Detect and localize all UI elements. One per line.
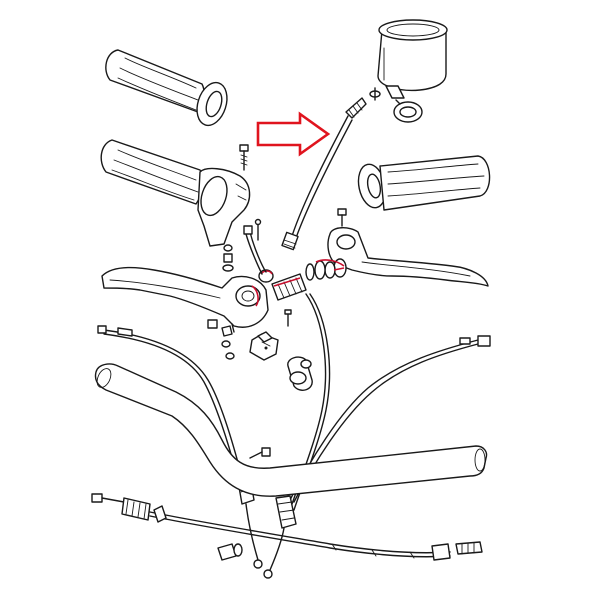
throttle-grip[interactable] xyxy=(100,139,251,247)
handlebar[interactable] xyxy=(94,363,488,497)
cable-end-fitting-centre[interactable] xyxy=(249,447,271,459)
speedometer-cable-lower[interactable] xyxy=(91,493,483,561)
rubber-boots[interactable] xyxy=(287,356,313,391)
loose-fitting-bottom-left[interactable] xyxy=(217,543,243,561)
left-clutch-lever[interactable] xyxy=(101,266,269,333)
brake-light-switch[interactable] xyxy=(249,331,279,361)
throttle-cable-upper[interactable] xyxy=(281,97,367,251)
speedometer[interactable] xyxy=(377,19,448,123)
small-hardware-cluster[interactable] xyxy=(207,244,292,360)
right-grip[interactable] xyxy=(355,155,491,211)
throttle-screw[interactable] xyxy=(239,144,249,171)
small-bolt-left[interactable] xyxy=(254,218,262,241)
speedometer-cable-nut[interactable] xyxy=(369,87,381,101)
lever-pivot-parts-right[interactable] xyxy=(305,258,347,281)
small-screw-right[interactable] xyxy=(337,208,347,227)
left-grip-upper[interactable] xyxy=(105,49,232,129)
right-brake-lever[interactable] xyxy=(327,227,489,287)
indicator-arrow xyxy=(256,111,331,157)
cable-adjuster-middle[interactable] xyxy=(243,225,307,301)
cable-clamp-pieces[interactable] xyxy=(331,543,415,559)
